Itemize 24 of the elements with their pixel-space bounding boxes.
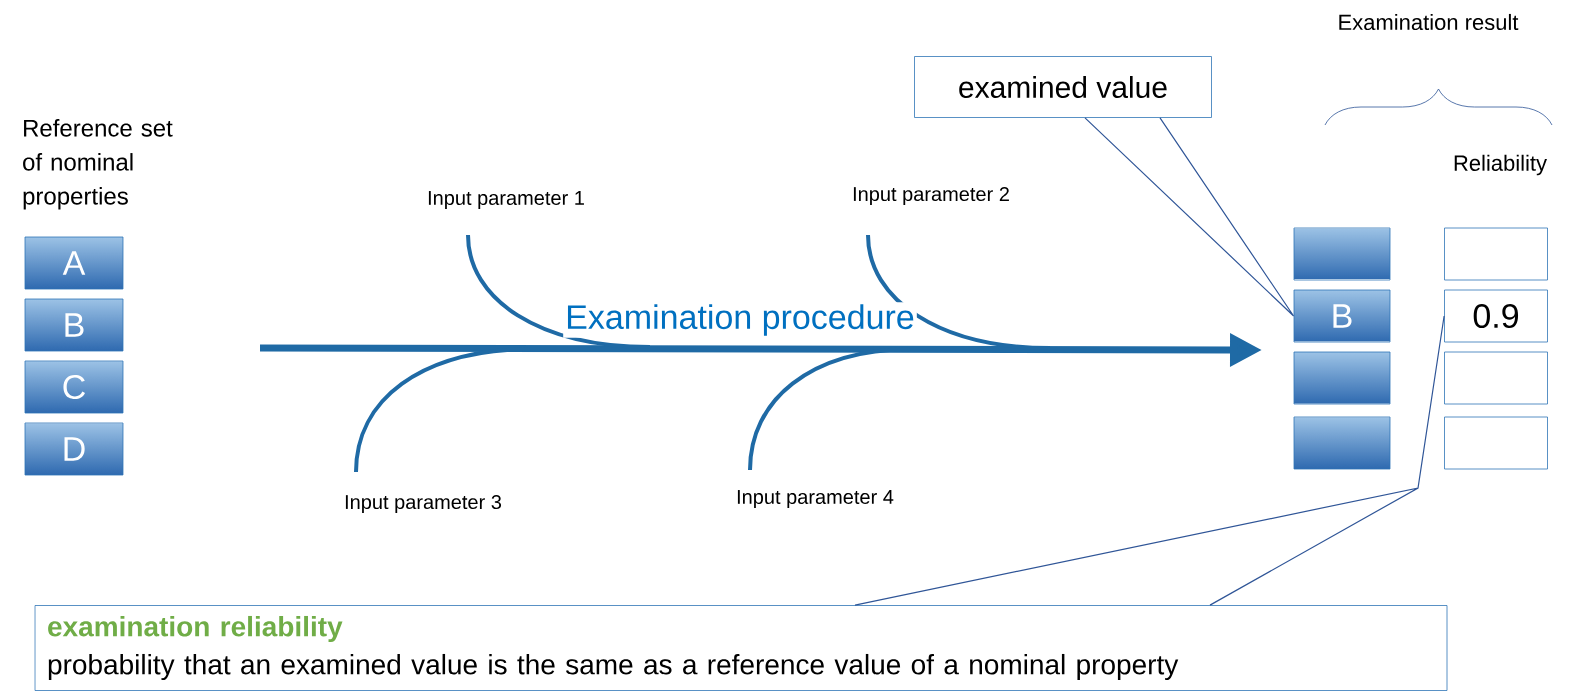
value-box: D [24,422,124,476]
value-box [1444,416,1548,470]
value-box: B [24,298,124,352]
parameter-label: Input parameter 4 [737,490,894,508]
heading: Examination result [1339,13,1519,31]
callout-pointer [854,315,1445,606]
parameter-label: Input parameter 3 [345,494,502,514]
value-box: C [24,360,124,414]
value-box: A [24,236,124,290]
value-box [1293,351,1391,405]
value-box [1444,227,1548,281]
reliability-box: 0.9 [1444,289,1548,343]
parameter-label: Input parameter 2 [853,186,1009,206]
value-box [1444,351,1548,405]
definition-callout: examination reliability probability that an examined value is the same as a reference value of a nominal property [34,605,1448,691]
heading: Reference set of nominal properties [23,119,173,210]
procedure-label: Examination procedure [563,302,917,338]
parameter-label: Input parameter 1 [428,191,584,209]
value-box: B [1293,289,1391,343]
value-box [1293,416,1391,470]
callout-box: examined value [914,56,1212,118]
callout-pointer [1084,117,1295,317]
value-box [1293,227,1391,281]
heading: Reliability [1454,154,1547,176]
